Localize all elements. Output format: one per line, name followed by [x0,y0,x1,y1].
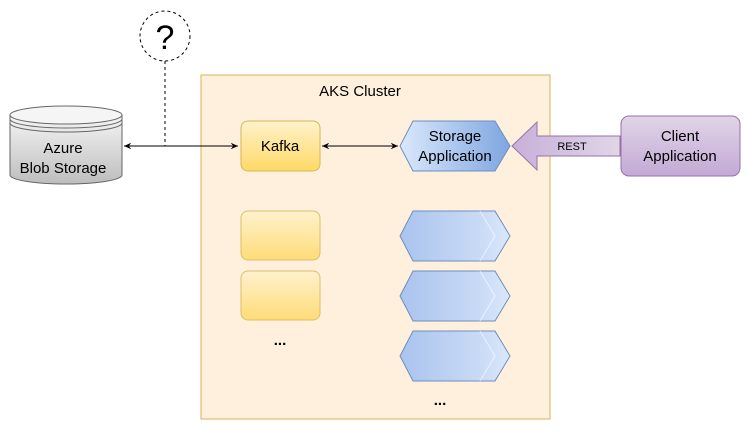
storage-app-replica [399,210,511,262]
storage-app-replica [399,330,511,382]
client-label-line1: Client [661,128,700,145]
storage-app-replica [399,270,511,322]
storage-app-replicas-ellipsis: ... [434,392,447,409]
aks-cluster-label: AKS Cluster [319,83,401,100]
storage-app-label-line2: Application [418,148,491,165]
kafka-replicas-ellipsis: ... [274,332,287,349]
kafka-replica-box [240,210,321,261]
storage-app-label-line1: Storage [429,128,482,145]
kafka-label: Kafka [261,138,300,155]
storage-label-line1: Azure [43,140,82,157]
unknown-component: ? [139,10,191,62]
storage-label-line2: Blob Storage [20,160,107,177]
kafka-replica-box [240,270,321,321]
client-application-node: Client Application [620,115,741,177]
azure-blob-storage-cylinder: Azure Blob Storage [9,105,123,185]
storage-application-node: Storage Application [399,120,511,172]
kafka-node: Kafka [240,120,321,172]
client-label-line2: Application [643,148,716,165]
rest-arrow: REST [511,120,621,172]
rest-label: REST [557,141,587,153]
question-mark-text: ? [156,19,175,57]
